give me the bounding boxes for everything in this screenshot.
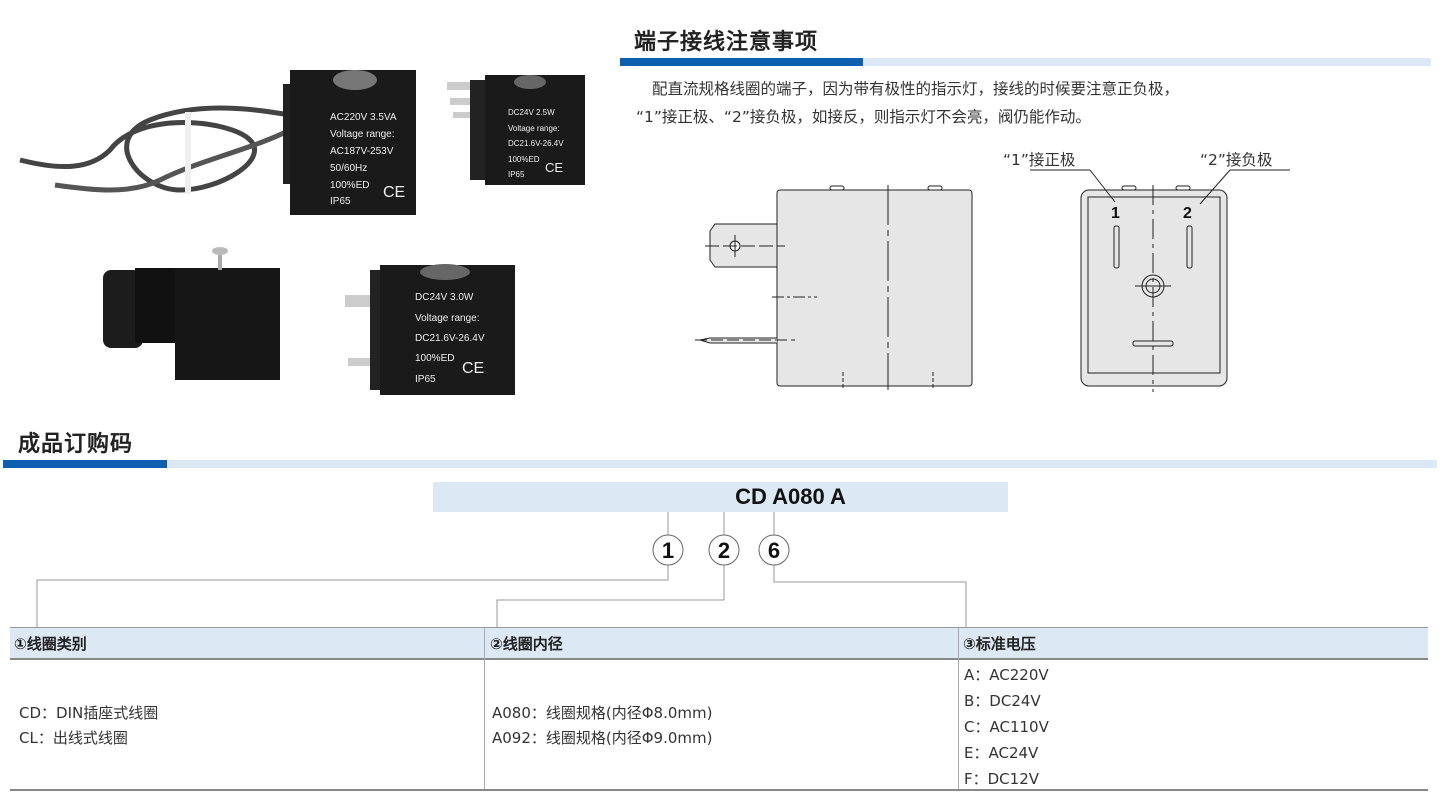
photo-label: AC187V-253V — [330, 146, 394, 157]
marker-circle — [758, 534, 790, 566]
section-bar-accent — [620, 58, 863, 66]
photo-label: IP65 — [508, 170, 525, 179]
coil-type-item: CD：DIN插座式线圈 — [19, 704, 159, 722]
ce-mark: CE — [462, 360, 484, 377]
photo-label: DC24V 2.5W — [508, 108, 555, 117]
marker-1: 1 — [662, 538, 674, 563]
section-bar-accent — [3, 460, 167, 468]
photo-label: DC24V 3.0W — [415, 292, 474, 303]
photo-label: 100%ED — [508, 155, 540, 164]
photo-label: 100%ED — [330, 180, 369, 191]
code-connector-lines: 1 2 6 — [36, 512, 967, 627]
wiring-text-line2: “1”接正极、“2”接负极，如接反，则指示灯不会亮，阀仍能作动。 — [636, 108, 1091, 126]
photo-label: Voltage range: — [330, 129, 395, 140]
table-bottom-border — [10, 789, 1428, 791]
voltage-item: C：AC110V — [964, 718, 1049, 736]
photo-label: DC21.6V-26.4V — [415, 333, 485, 344]
wiring-diagram: 1 2 — [695, 169, 1290, 392]
section-bar — [863, 58, 1431, 66]
wiring-text-line1: 配直流规格线圈的端子，因为带有极性的指示灯，接线的时候要注意正负极， — [652, 80, 1180, 98]
coil-dc-small: DC24V 2.5W Voltage range: DC21.6V-26.4V … — [447, 75, 585, 185]
ce-mark: CE — [545, 160, 563, 175]
din-connector — [103, 247, 280, 380]
photo-label: 50/60Hz — [330, 163, 367, 174]
marker-circle — [652, 534, 684, 566]
order-code-box: CD A080 A — [433, 482, 1008, 512]
photo-label: Voltage range: — [415, 313, 480, 324]
diameter-item: A080：线圈规格(内径Φ8.0mm) — [492, 704, 713, 722]
marker-6: 6 — [768, 538, 780, 563]
photo-label: IP65 — [330, 196, 351, 207]
order-title: 成品订购码 — [18, 432, 134, 457]
order-code: CD A080 A — [735, 484, 846, 509]
photo-label: DC21.6V-26.4V — [508, 139, 564, 148]
photo-label: Voltage range: — [508, 124, 560, 133]
wiring-title: 端子接线注意事项 — [634, 30, 819, 55]
positive-label: “1”接正极 — [1003, 151, 1076, 169]
product-photos: AC220V 3.5VA Voltage range: AC187V-253V … — [19, 70, 585, 395]
coil-with-cable: AC220V 3.5VA Voltage range: AC187V-253V … — [19, 70, 416, 215]
voltage-item: F：DC12V — [964, 770, 1040, 788]
voltage-item: E：AC24V — [964, 744, 1039, 762]
header-voltage: ③标准电压 — [963, 635, 1036, 653]
column-divider — [484, 627, 485, 790]
photo-label: 100%ED — [415, 353, 454, 364]
coil-side-view — [776, 189, 973, 387]
pin-2-label: 2 — [1183, 205, 1192, 222]
photo-label: AC220V 3.5VA — [330, 112, 397, 123]
coil-type-item: CL：出线式线圈 — [19, 729, 128, 747]
photo-label: IP65 — [415, 374, 436, 385]
marker-2: 2 — [718, 538, 730, 563]
voltage-item: B：DC24V — [964, 692, 1041, 710]
section-bar — [167, 460, 1437, 468]
coil-dc-large: DC24V 3.0W Voltage range: DC21.6V-26.4V … — [345, 264, 515, 395]
marker-circle — [708, 534, 740, 566]
header-inner-diameter: ②线圈内径 — [490, 635, 563, 653]
negative-label: “2”接负极 — [1200, 151, 1273, 169]
voltage-item: A：AC220V — [964, 666, 1049, 684]
header-coil-type: ①线圈类别 — [14, 635, 87, 653]
column-divider — [958, 627, 959, 790]
ce-mark: CE — [383, 184, 405, 201]
diameter-item: A092：线圈规格(内径Φ9.0mm) — [492, 729, 713, 747]
order-table-header: ①线圈类别 ②线圈内径 ③标准电压 — [10, 627, 1428, 660]
pin-1-label: 1 — [1111, 205, 1120, 222]
